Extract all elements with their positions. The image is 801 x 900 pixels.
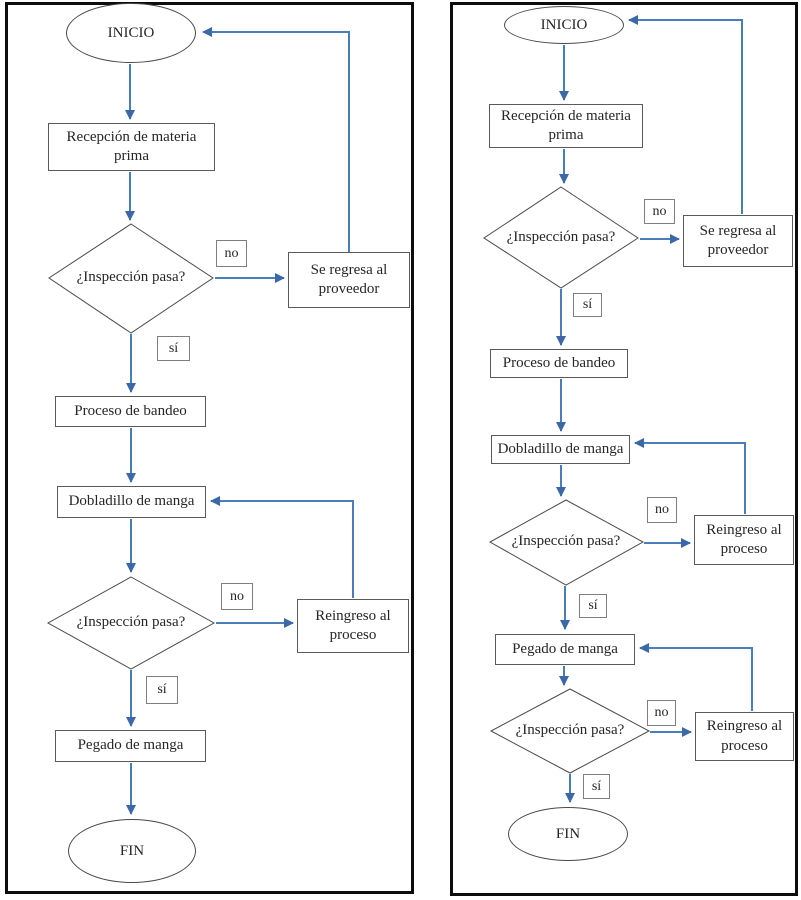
decision-inspeccion2-left-text: ¿Inspección pasa? (76, 614, 186, 631)
decision-inspeccion1-right-text: ¿Inspección pasa? (506, 229, 616, 246)
edge-label-si1-right: sí (573, 293, 602, 317)
decision-inspeccion1-left-label: ¿Inspección pasa? (76, 255, 186, 301)
terminator-end-left-label: FIN (119, 842, 145, 859)
decision-inspeccion2-left-label: ¿Inspección pasa? (76, 600, 186, 646)
right-panel-frame (450, 2, 798, 896)
process-pegado-left-label: Pegado de manga (77, 737, 184, 754)
terminator-end-left: FIN (68, 819, 196, 883)
connector-r-reingreso1-to-dobladillo (634, 438, 746, 514)
terminator-start-right-label: INICIO (540, 16, 588, 33)
process-dobladillo-right-label: Dobladillo de manga (497, 440, 624, 457)
process-reingreso1-right-label: Reingreso al proceso (706, 521, 782, 558)
decision-diamond-r2 (488, 499, 645, 586)
connector-r-reingreso2-to-pegado (639, 643, 753, 711)
edge-label-si3-right: sí (583, 774, 610, 799)
edge-label-si2-right: sí (579, 594, 607, 618)
connector-r-regresa-to-inicio (628, 15, 743, 214)
edge-label-no2-right-text: no (655, 502, 669, 517)
process-bandeo-left-label: Proceso de bandeo (74, 402, 187, 419)
connector-l-reingreso-to-dobladillo (210, 496, 354, 598)
process-reingreso2-right-label: Reingreso al proceso (706, 718, 783, 754)
left-panel-frame (5, 2, 414, 894)
connector-l-regresa-to-inicio (202, 27, 350, 252)
edge-label-no1-left: no (216, 240, 247, 267)
edge-label-no2-right: no (647, 497, 677, 523)
terminator-start-left: INICIO (66, 3, 196, 63)
process-recepcion-right: Recepción de materia prima (489, 104, 643, 148)
edge-label-no2-left: no (221, 583, 253, 610)
decision-diamond-l1 (48, 223, 214, 334)
edge-label-no1-right: no (644, 199, 675, 224)
terminator-start-right: INICIO (504, 6, 624, 44)
process-regresa-right-label: Se regresa al proveedor (699, 222, 777, 259)
process-bandeo-left: Proceso de bandeo (55, 396, 206, 427)
process-reingreso-left-label: Reingreso al proceso (315, 607, 391, 644)
process-dobladillo-left: Dobladillo de manga (57, 486, 206, 518)
decision-diamond-l2 (46, 576, 216, 670)
process-pegado-right: Pegado de manga (495, 634, 635, 665)
process-regresa-right: Se regresa al proveedor (683, 215, 793, 267)
decision-diamond-r1 (483, 186, 639, 289)
edge-label-si2-left: sí (146, 676, 178, 704)
edge-label-no3-right-text: no (654, 705, 669, 720)
process-recepcion-left-label: Recepción de materia prima (66, 128, 197, 165)
process-bandeo-right: Proceso de bandeo (490, 349, 628, 378)
decision-inspeccion2-right-label: ¿Inspección pasa? (511, 519, 621, 565)
process-recepcion-left: Recepción de materia prima (48, 123, 215, 171)
decision-inspeccion2-right-text: ¿Inspección pasa? (511, 533, 621, 550)
process-reingreso2-right: Reingreso al proceso (695, 712, 794, 761)
decision-inspeccion3-right-label: ¿Inspección pasa? (515, 708, 625, 754)
edge-label-si1-left-text: sí (168, 340, 179, 356)
edge-label-no2-left-text: no (230, 588, 244, 604)
process-regresa-left-label: Se regresa al proveedor (310, 261, 388, 298)
process-reingreso1-right: Reingreso al proceso (694, 515, 794, 565)
process-dobladillo-left-label: Dobladillo de manga (68, 493, 195, 510)
terminator-end-right: FIN (508, 807, 628, 861)
process-reingreso-left: Reingreso al proceso (297, 599, 409, 653)
terminator-start-left-label: INICIO (107, 24, 155, 41)
edge-label-si2-left-text: sí (157, 682, 167, 697)
edge-label-no3-right: no (647, 700, 676, 726)
edge-label-si1-right-text: sí (582, 297, 593, 312)
edge-label-no1-right-text: no (652, 203, 667, 219)
decision-inspeccion3-right-text: ¿Inspección pasa? (515, 722, 625, 739)
process-regresa-left: Se regresa al proveedor (288, 252, 410, 308)
decision-inspeccion1-right-label: ¿Inspección pasa? (506, 215, 616, 261)
process-pegado-left: Pegado de manga (55, 730, 206, 762)
edge-label-si2-right-text: sí (588, 598, 598, 613)
decision-inspeccion1-left-text: ¿Inspección pasa? (76, 269, 186, 286)
process-dobladillo-right: Dobladillo de manga (491, 435, 630, 464)
edge-label-no1-left-text: no (224, 245, 239, 261)
process-pegado-right-label: Pegado de manga (512, 640, 618, 657)
terminator-end-right-label: FIN (555, 825, 581, 842)
decision-diamond-r3 (489, 688, 651, 774)
edge-label-si3-right-text: sí (591, 778, 602, 794)
process-bandeo-right-label: Proceso de bandeo (502, 354, 616, 371)
process-recepcion-right-label: Recepción de materia prima (501, 107, 631, 144)
edge-label-si1-left: sí (157, 336, 190, 361)
